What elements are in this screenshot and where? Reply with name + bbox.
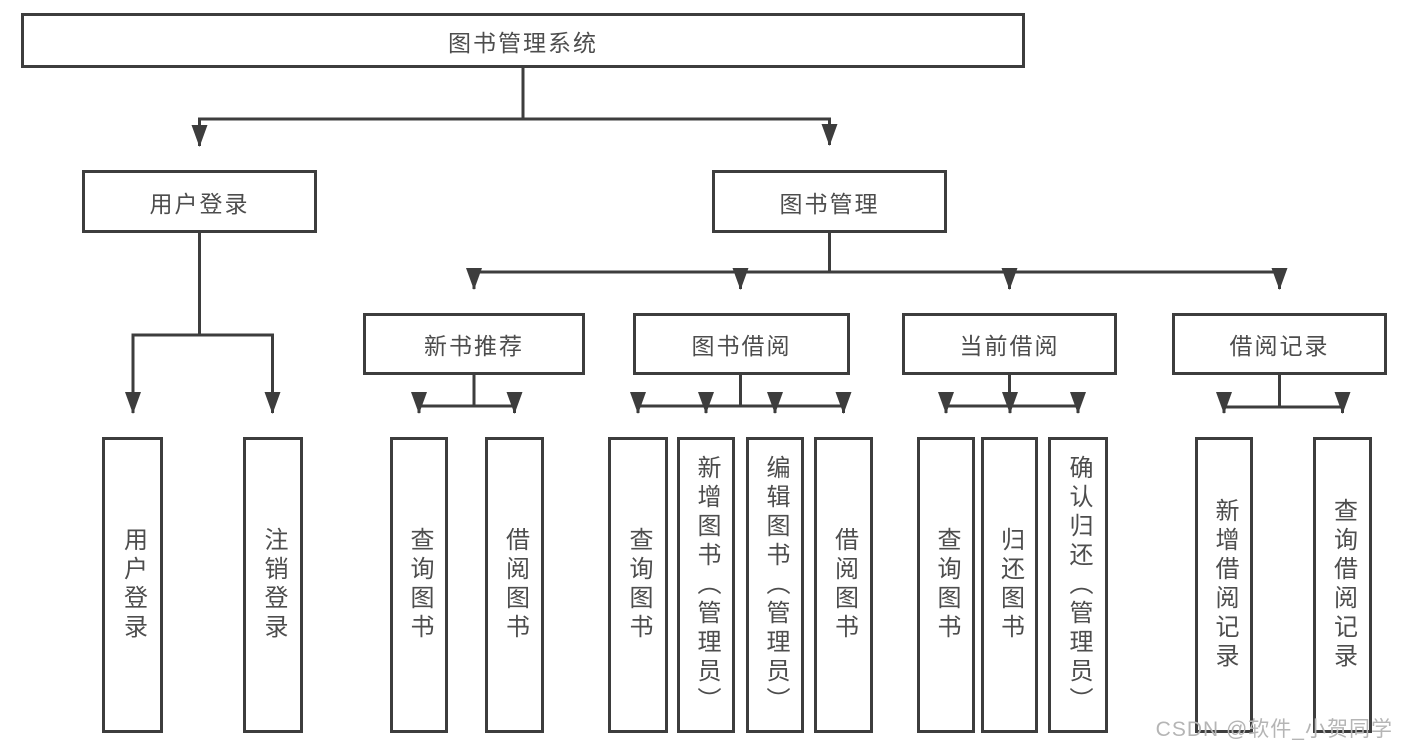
node-leaf-return-book: 归还图书 xyxy=(981,437,1038,733)
node-leaf-login: 用户登录 xyxy=(102,437,163,733)
node-user-login: 用户登录 xyxy=(82,170,317,233)
node-leaf-add-book-admin: 新增图书（管理员） xyxy=(677,437,735,733)
node-leaf-logout: 注销登录 xyxy=(243,437,303,733)
node-new-book-recommend: 新书推荐 xyxy=(363,313,585,375)
watermark: CSDN @软件_小贺同学 xyxy=(1155,718,1393,741)
node-leaf-query-borrow-record: 查询借阅记录 xyxy=(1313,437,1372,733)
node-leaf-confirm-return-admin: 确认归还（管理员） xyxy=(1048,437,1108,733)
node-borrow-records: 借阅记录 xyxy=(1172,313,1387,375)
node-leaf-recommend-query-book: 查询图书 xyxy=(390,437,448,733)
node-leaf-borrow-query-book: 查询图书 xyxy=(608,437,668,733)
node-leaf-add-borrow-record: 新增借阅记录 xyxy=(1195,437,1253,733)
node-leaf-recommend-borrow-book: 借阅图书 xyxy=(485,437,544,733)
node-root: 图书管理系统 xyxy=(21,13,1025,68)
node-book-management: 图书管理 xyxy=(712,170,947,233)
node-leaf-edit-book-admin: 编辑图书（管理员） xyxy=(746,437,804,733)
node-current-borrow: 当前借阅 xyxy=(902,313,1117,375)
node-leaf-current-query-book: 查询图书 xyxy=(917,437,975,733)
node-leaf-borrow-book: 借阅图书 xyxy=(814,437,873,733)
node-book-borrow: 图书借阅 xyxy=(633,313,850,375)
